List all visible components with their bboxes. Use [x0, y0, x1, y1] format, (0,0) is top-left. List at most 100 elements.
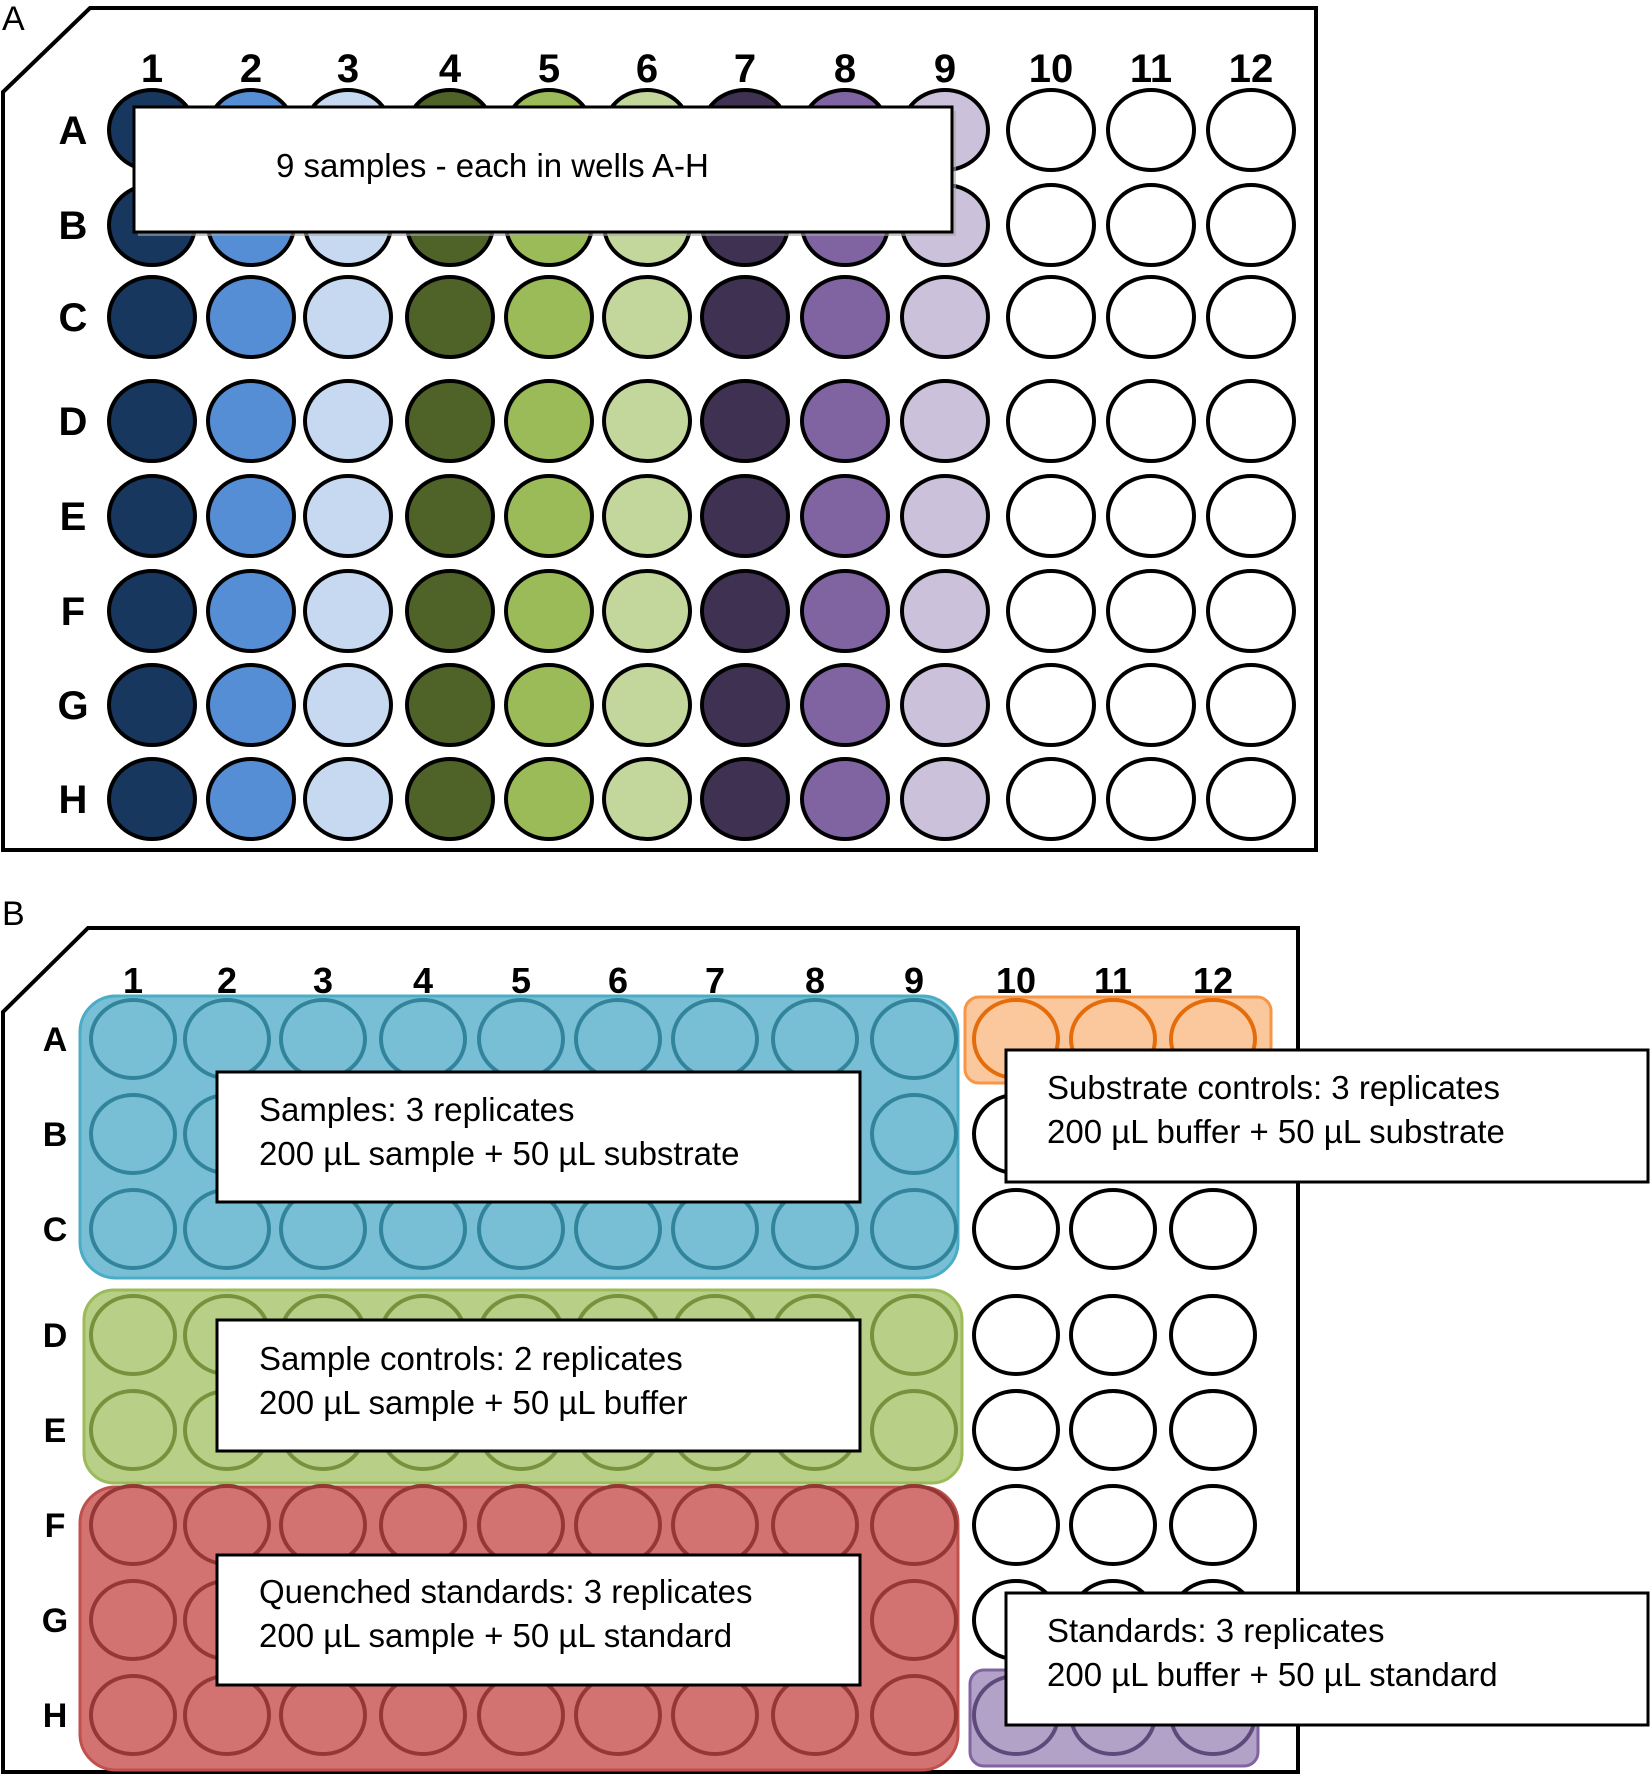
plate-a-well-E3	[303, 474, 393, 558]
plate-a-col-header-8: 8	[834, 47, 856, 91]
plate-a-well-G12	[1206, 663, 1296, 747]
callout-substrate-controls: Substrate controls: 3 replicates 200 µL …	[1004, 1048, 1650, 1184]
plate-b-well-E11	[1069, 1389, 1157, 1471]
plate-a-well-C6	[602, 275, 692, 359]
plate-a-well-F4	[405, 569, 495, 653]
plate-a-well-C7	[700, 275, 790, 359]
plate-a-well-C4	[405, 275, 495, 359]
plate-a-well-D8	[800, 379, 890, 463]
callout-samples-line2: 200 µL sample + 50 µL substrate	[259, 1135, 739, 1172]
plate-a-well-E8	[800, 474, 890, 558]
plate-a-row-header-C: C	[59, 296, 88, 340]
plate-a-well-G5	[504, 663, 594, 747]
plate-b-col-header-6: 6	[608, 960, 628, 1001]
plate-a-well-F12	[1206, 569, 1296, 653]
plate-b-col-header-1: 1	[123, 960, 143, 1001]
plate-b-well-H1	[89, 1674, 177, 1756]
plate-a-col-header-10: 10	[1029, 47, 1074, 91]
plate-a-well-G8	[800, 663, 890, 747]
plate-b-well-B1	[89, 1093, 177, 1175]
plate-a-well-B10	[1006, 183, 1096, 267]
plate-b-well-F10	[972, 1484, 1060, 1566]
plate-b-col-header-2: 2	[217, 960, 237, 1001]
plate-a-well-H8	[800, 757, 890, 841]
plate-b-well-E10	[972, 1389, 1060, 1471]
plate-a-well-E10	[1006, 474, 1096, 558]
plate-b-well-G1	[89, 1579, 177, 1661]
plate-a-well-H6	[602, 757, 692, 841]
plate-a-well-H3	[303, 757, 393, 841]
plate-a-well-C8	[800, 275, 890, 359]
plate-b-well-F6	[574, 1484, 662, 1566]
plate-a-row-header-A: A	[59, 109, 88, 153]
panel-b-label: B	[2, 895, 25, 933]
plate-a-well-G10	[1006, 663, 1096, 747]
plate-b-well-A3	[279, 998, 367, 1080]
plate-a-well-G1	[107, 663, 197, 747]
plate-b-well-D10	[972, 1294, 1060, 1376]
plate-b-row-header-G: G	[42, 1602, 68, 1640]
plate-b-well-F5	[477, 1484, 565, 1566]
plate-a-col-header-6: 6	[636, 47, 658, 91]
plate-a-well-F8	[800, 569, 890, 653]
callout-sample-controls-line1: Sample controls: 2 replicates	[259, 1340, 683, 1377]
plate-a-well-G11	[1106, 663, 1196, 747]
plate-a-wells	[107, 88, 1296, 841]
callout-substrate-controls-line1: Substrate controls: 3 replicates	[1047, 1069, 1500, 1106]
plate-a-well-C1	[107, 275, 197, 359]
plate-a-row-header-F: F	[61, 590, 85, 634]
plate-b-well-C12	[1169, 1188, 1257, 1270]
callout-standards-line1: Standards: 3 replicates	[1047, 1612, 1385, 1649]
plate-a-col-header-5: 5	[538, 47, 560, 91]
plate-a-well-H9	[900, 757, 990, 841]
plate-b-well-A2	[183, 998, 271, 1080]
plate-b-row-header-E: E	[44, 1412, 67, 1450]
plate-b-well-F9	[870, 1484, 958, 1566]
plate-a-well-E12	[1206, 474, 1296, 558]
callout-quenched-standards: Quenched standards: 3 replicates 200 µL …	[215, 1553, 862, 1687]
plate-b-row-header-B: B	[43, 1116, 68, 1154]
plate-b-col-header-10: 10	[996, 960, 1036, 1001]
plate-b-well-D11	[1069, 1294, 1157, 1376]
plate-b-well-A1	[89, 998, 177, 1080]
plate-b-row-header-C: C	[43, 1211, 68, 1249]
plate-a-well-E7	[700, 474, 790, 558]
plate-a-well-H1	[107, 757, 197, 841]
plate-a-well-E2	[206, 474, 296, 558]
plate-a-well-G7	[700, 663, 790, 747]
plate-b-well-F8	[771, 1484, 859, 1566]
plate-a-col-header-11: 11	[1130, 47, 1172, 91]
plate-b-well-E9	[870, 1389, 958, 1471]
plate-a-well-D11	[1106, 379, 1196, 463]
plate-b-well-C9	[870, 1188, 958, 1270]
plate-a-col-header-7: 7	[734, 47, 756, 91]
plate-a-well-D4	[405, 379, 495, 463]
plate-a-well-H10	[1006, 757, 1096, 841]
plate-a-row-header-G: G	[57, 684, 88, 728]
plate-b-well-A9	[870, 998, 958, 1080]
plate-a-well-C3	[303, 275, 393, 359]
plate-b-well-A6	[574, 998, 662, 1080]
callout-samples: Samples: 3 replicates 200 µL sample + 50…	[215, 1070, 862, 1204]
plate-b-well-C10	[972, 1188, 1060, 1270]
plate-a-well-E6	[602, 474, 692, 558]
plate-b-well-H9	[870, 1674, 958, 1756]
plate-a-well-A11	[1106, 88, 1196, 172]
plate-b-col-header-12: 12	[1193, 960, 1233, 1001]
plate-a-col-header-2: 2	[240, 47, 262, 91]
plate-a-col-header-9: 9	[934, 47, 956, 91]
plate-b-col-header-3: 3	[313, 960, 333, 1001]
plate-b-col-header-9: 9	[904, 960, 924, 1001]
plate-b-col-header-5: 5	[511, 960, 531, 1001]
plate-a-well-B12	[1206, 183, 1296, 267]
plate-a-well-E1	[107, 474, 197, 558]
plate-a-well-C11	[1106, 275, 1196, 359]
plate-b-well-C1	[89, 1188, 177, 1270]
plate-b-well-A7	[671, 998, 759, 1080]
plate-a-well-D7	[700, 379, 790, 463]
plate-b-well-A4	[379, 998, 467, 1080]
plate-b-row-header-A: A	[43, 1021, 68, 1059]
